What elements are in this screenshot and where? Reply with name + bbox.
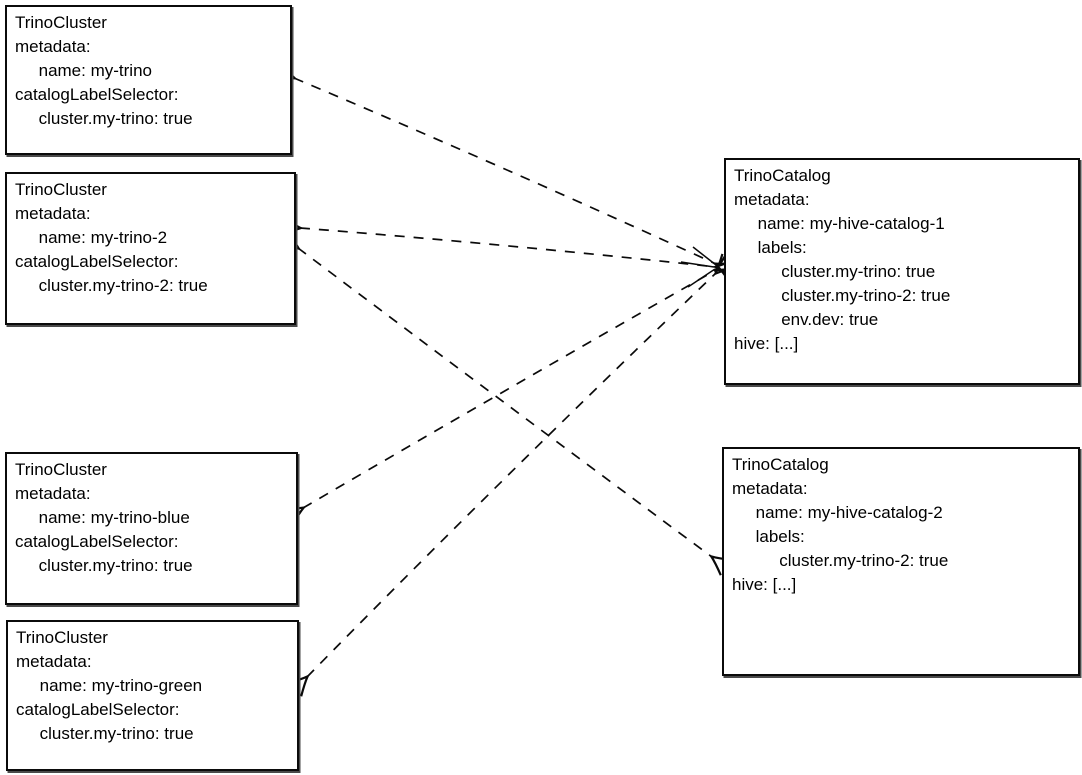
box-text-line: cluster.my-trino-2: true	[732, 551, 949, 570]
box-text-line: cluster.my-trino-2: true	[15, 276, 208, 295]
box-text-line: TrinoCluster	[15, 460, 107, 479]
arrowhead-sketch-stroke	[692, 246, 717, 266]
box-text-line: hive: [...]	[734, 334, 799, 353]
box-text-line: name: my-trino-blue	[15, 508, 190, 527]
box-text-line: env.dev: true	[734, 310, 879, 329]
edge-my-hive-catalog-2-to-my-trino-2	[298, 248, 712, 557]
trinocatalog-box-my-hive-catalog-2: TrinoCatalog metadata: name: my-hive-cata…	[722, 447, 1080, 676]
edge-my-hive-catalog-1-to-my-trino-blue	[303, 270, 716, 508]
box-text-line: metadata:	[15, 37, 91, 56]
box-text-line: cluster.my-trino: true	[15, 556, 193, 575]
box-text-line: cluster.my-trino: true	[734, 262, 936, 281]
arrowhead-sketch-stroke	[687, 268, 716, 288]
box-text-line: cluster.my-trino-2: true	[734, 286, 951, 305]
trinocatalog-box-my-hive-catalog-1: TrinoCatalog metadata: name: my-hive-cata…	[724, 158, 1080, 385]
box-text-line: cluster.my-trino: true	[16, 724, 194, 743]
box-text-line: metadata:	[16, 652, 92, 671]
box-text-line: labels:	[734, 238, 807, 257]
trinocluster-box-my-trino-2: TrinoCluster metadata: name: my-trino-2 ca…	[5, 172, 296, 325]
box-text-line: metadata:	[734, 190, 810, 209]
box-text-line: catalogLabelSelector:	[15, 252, 179, 271]
box-text-line: metadata:	[732, 479, 808, 498]
edge-my-hive-catalog-1-to-my-trino	[294, 78, 716, 264]
box-text-line: metadata:	[15, 204, 91, 223]
box-text-line: TrinoCatalog	[732, 455, 829, 474]
edge-my-hive-catalog-1-to-my-trino-2	[300, 228, 716, 267]
box-text-line: TrinoCluster	[16, 628, 108, 647]
box-text-line: name: my-hive-catalog-1	[734, 214, 945, 233]
trinocluster-box-my-trino: TrinoCluster metadata: name: my-trino cata…	[5, 5, 292, 155]
box-text-line: TrinoCluster	[15, 180, 107, 199]
box-text-line: hive: [...]	[732, 575, 797, 594]
box-text-line: name: my-hive-catalog-2	[732, 503, 943, 522]
box-text-line: labels:	[732, 527, 805, 546]
arrowhead-sketch-stroke	[680, 261, 715, 268]
box-text-line: TrinoCatalog	[734, 166, 831, 185]
trinocluster-box-my-trino-blue: TrinoCluster metadata: name: my-trino-blu…	[5, 452, 298, 605]
box-text-line: catalogLabelSelector:	[16, 700, 180, 719]
box-text-line: name: my-trino-2	[15, 228, 168, 247]
box-text-line: metadata:	[15, 484, 91, 503]
box-text-line: name: my-trino-green	[16, 676, 203, 695]
box-text-line: TrinoCluster	[15, 13, 107, 32]
trinocluster-box-my-trino-green: TrinoCluster metadata: name: my-trino-gre…	[6, 620, 299, 771]
box-text-line: catalogLabelSelector:	[15, 85, 179, 104]
edge-my-hive-catalog-2-to-my-trino-2-cross	[307, 273, 716, 677]
box-text-line: catalogLabelSelector:	[15, 532, 179, 551]
box-text-line: name: my-trino	[15, 61, 152, 80]
box-text-line: cluster.my-trino: true	[15, 109, 193, 128]
